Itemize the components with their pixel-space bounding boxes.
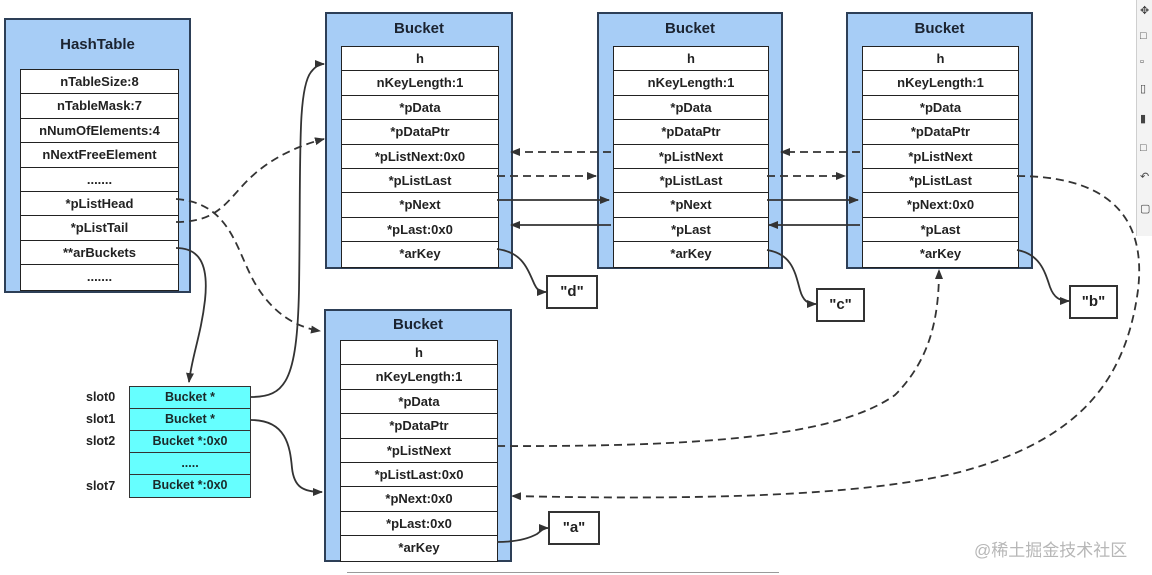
- field-row: *pLast: [614, 218, 768, 243]
- field-row: nKeyLength:1: [342, 71, 498, 96]
- field-row: nTableSize:8: [21, 70, 178, 95]
- slot-label: slot0: [86, 390, 116, 404]
- buckets-array: Bucket * Bucket * Bucket *:0x0 ..... Buc…: [129, 386, 251, 498]
- field-row: *arKey: [670, 246, 712, 262]
- field-row: .......: [21, 168, 178, 192]
- field-row: *pListLast: [614, 169, 768, 194]
- field-row: *pData: [863, 96, 1018, 121]
- hashtable-box: HashTable nTableSize:8 nTableMask:7 nNum…: [4, 18, 191, 293]
- field-row: *pDataPtr: [863, 120, 1018, 145]
- field-row: nKeyLength:1: [341, 365, 497, 390]
- bucket-fields: h nKeyLength:1 *pData *pDataPtr *pListNe…: [613, 46, 769, 268]
- field-row: *pDataPtr: [341, 414, 497, 439]
- field-row: *pListNext: [614, 145, 768, 169]
- field-row: *pNext:0x0: [341, 487, 497, 512]
- field-row: .......: [86, 269, 113, 285]
- hashtable-fields: nTableSize:8 nTableMask:7 nNumOfElements…: [20, 69, 179, 291]
- field-row: *pData: [342, 96, 498, 121]
- toolbar-icon[interactable]: ▫: [1140, 56, 1144, 68]
- bucket-b-box: Bucket h nKeyLength:1 *pData *pDataPtr *…: [846, 12, 1033, 269]
- toolbar-icon[interactable]: ▯: [1140, 83, 1147, 95]
- field-row: *pLast:0x0: [341, 512, 497, 537]
- field-row: *pNext:0x0: [863, 193, 1018, 218]
- plistlast-b-to-a: [511, 175, 1141, 501]
- field-row: *pListNext:0x0: [342, 145, 498, 169]
- field-row: *pDataPtr: [614, 120, 768, 145]
- plistnext-a-to-b: [496, 269, 943, 447]
- field-row: *pListLast: [863, 169, 1018, 194]
- field-row: *pNext: [614, 193, 768, 218]
- bucket-title: Bucket: [914, 20, 965, 37]
- field-row: **arBuckets: [21, 241, 178, 266]
- bucket-d-box: Bucket h nKeyLength:1 *pData *pDataPtr *…: [325, 12, 513, 269]
- field-row: nNumOfElements:4: [21, 119, 178, 144]
- field-row: *pNext: [342, 193, 498, 218]
- field-row: *pLast:0x0: [342, 218, 498, 243]
- bucket-title: Bucket: [392, 316, 444, 333]
- field-row: *arKey: [919, 246, 962, 262]
- field-row: h: [863, 47, 1018, 72]
- arkey-d-link: [496, 248, 547, 296]
- toolbar-icon[interactable]: ▮: [1140, 113, 1147, 125]
- arkey-b-link: [1016, 249, 1070, 305]
- field-row: h: [614, 47, 768, 72]
- field-row: nKeyLength:1: [863, 71, 1018, 96]
- bucket-a-box: Bucket h nKeyLength:1 *pData *pDataPtr *…: [324, 309, 512, 562]
- field-row: *pListNext: [863, 145, 1018, 169]
- field-row: *pListNext: [341, 439, 497, 463]
- field-row: *pListTail: [21, 216, 178, 241]
- field-row: nTableMask:7: [21, 94, 178, 119]
- slot-label: slot7: [86, 479, 116, 493]
- field-row: *arKey: [398, 540, 440, 556]
- field-row: h: [342, 47, 498, 72]
- slot-label: slot1: [86, 412, 116, 426]
- bucket-title: Bucket: [393, 20, 445, 37]
- slot-cell: Bucket *:0x0: [152, 478, 228, 492]
- field-row: *arKey: [399, 246, 441, 262]
- key-d-box: "d": [546, 275, 598, 309]
- field-row: nNextFreeElement: [21, 143, 178, 168]
- key-b-box: "b": [1069, 285, 1118, 319]
- toolbar-icon[interactable]: ✥: [1140, 5, 1150, 17]
- bucket-fields: h nKeyLength:1 *pData *pDataPtr *pListNe…: [341, 46, 499, 268]
- toolbar-icon[interactable]: □: [1140, 30, 1147, 42]
- divider-line: [347, 572, 779, 573]
- watermark: @稀土掘金技术社区: [974, 541, 1128, 560]
- slot-cell: .....: [130, 453, 250, 475]
- bucket-title: Bucket: [664, 20, 716, 37]
- arkey-c-link: [766, 249, 817, 308]
- field-row: h: [341, 341, 497, 366]
- slot-cell: Bucket *: [130, 387, 250, 409]
- field-row: *pDataPtr: [342, 120, 498, 145]
- field-row: *pLast: [863, 218, 1018, 243]
- slot-cell: Bucket *:0x0: [130, 431, 250, 453]
- arbuckets-link: [175, 247, 207, 383]
- bucket-fields: h nKeyLength:1 *pData *pDataPtr *pListNe…: [340, 340, 498, 562]
- slot0-link: [250, 60, 325, 398]
- field-row: nKeyLength:1: [614, 71, 768, 96]
- toolbar-icon[interactable]: □: [1140, 142, 1147, 154]
- field-row: *pListHead: [21, 192, 178, 217]
- hashtable-title: HashTable: [60, 36, 135, 53]
- field-row: *pListLast:0x0: [341, 463, 497, 488]
- slot-cell: Bucket *: [130, 409, 250, 431]
- plisttail-link: [175, 137, 325, 223]
- arkey-a-link: [496, 524, 549, 543]
- key-c-box: "c": [816, 288, 865, 322]
- slot1-link: [250, 419, 323, 496]
- key-a-box: "a": [548, 511, 600, 545]
- field-row: *pData: [614, 96, 768, 121]
- field-row: *pData: [341, 390, 497, 415]
- field-row: *pListLast: [342, 169, 498, 194]
- toolbar-icon[interactable]: ↶: [1140, 171, 1150, 183]
- toolbar-icon[interactable]: ▢: [1140, 203, 1151, 215]
- side-toolbar-strip: [1136, 0, 1152, 236]
- bucket-fields: h nKeyLength:1 *pData *pDataPtr *pListNe…: [862, 46, 1019, 268]
- bucket-c-box: Bucket h nKeyLength:1 *pData *pDataPtr *…: [597, 12, 783, 269]
- slot-label: slot2: [86, 434, 116, 448]
